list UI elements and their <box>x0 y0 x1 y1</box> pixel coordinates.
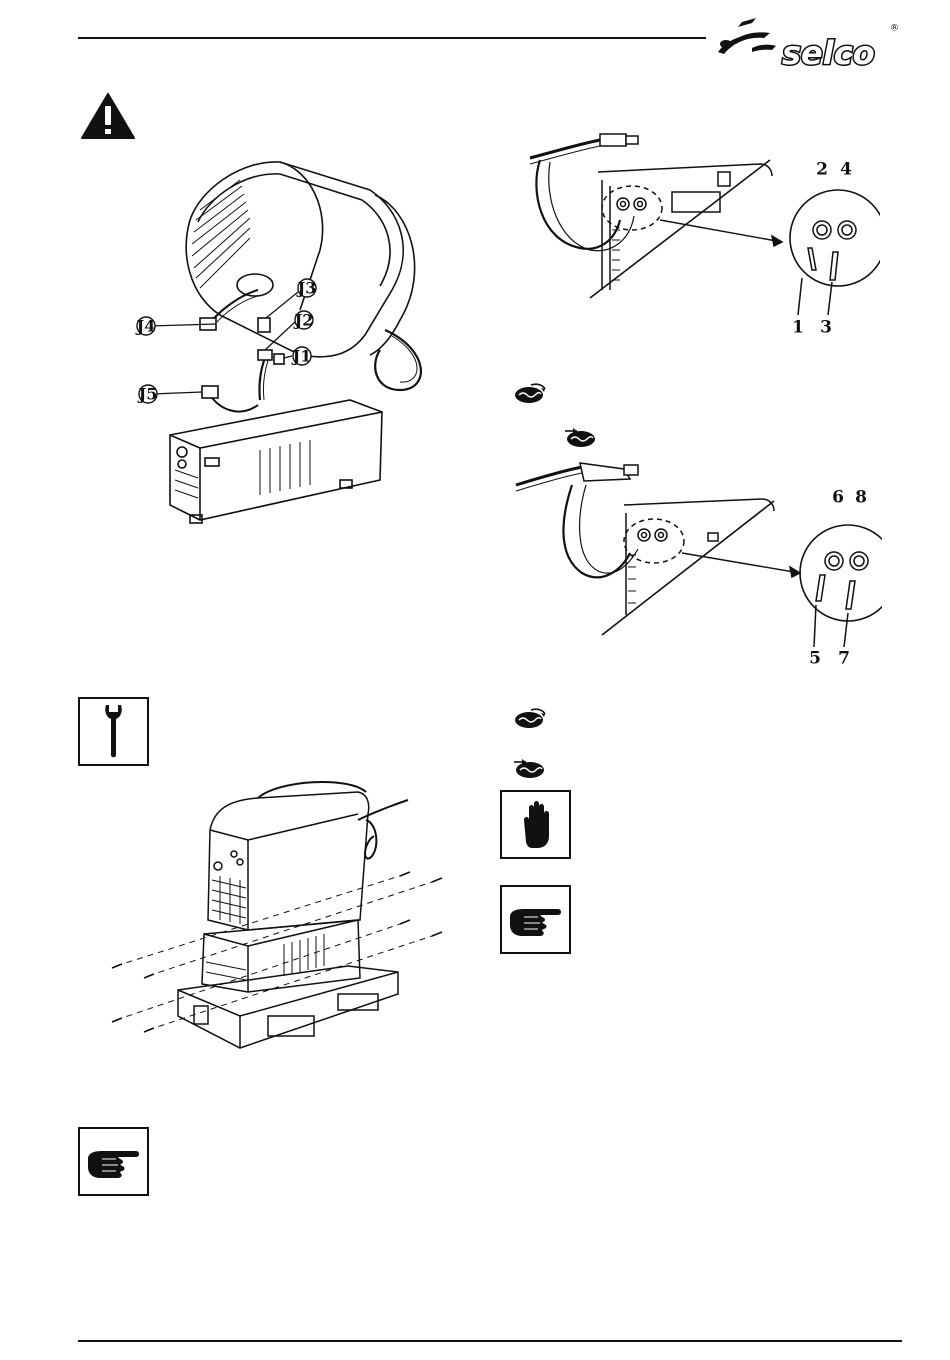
callout-j2: J2 <box>293 311 314 330</box>
label-torch-8: 8 <box>855 488 867 508</box>
warning-triangle-icon <box>80 92 136 140</box>
pointing-hand-icon-box-2 <box>78 1127 149 1196</box>
wrench-icon-box <box>78 697 149 766</box>
selco-wordmark: selco <box>782 34 875 72</box>
registered-mark: ® <box>890 24 899 34</box>
selco-logo: selco ® <box>712 14 902 74</box>
callout-j5: J5 <box>137 385 158 404</box>
coolant-out-icon <box>513 381 547 405</box>
coolant-out-icon-2 <box>513 706 547 730</box>
wrench-icon <box>80 699 147 764</box>
label-torch-7: 7 <box>838 649 850 669</box>
callout-j4: J4 <box>135 317 156 336</box>
figure-cooler-hoses: 2 4 1 3 <box>520 130 880 340</box>
footer-rule <box>78 1340 902 1342</box>
hand-stop-icon-box <box>500 790 571 859</box>
figure-torch-hoses: 6 8 5 7 <box>512 455 882 670</box>
pointing-hand-icon-2 <box>80 1129 147 1194</box>
label-cooler-2: 2 <box>816 160 828 180</box>
label-cooler-4: 4 <box>840 160 852 180</box>
callout-j3: J3 <box>296 279 317 298</box>
callout-j1: J1 <box>291 347 312 366</box>
label-torch-6: 6 <box>832 488 844 508</box>
figure-harness-connection: J3 J2 J1 J4 J5 <box>130 150 440 540</box>
coolant-in-icon-2 <box>512 756 546 780</box>
header-rule <box>78 37 706 39</box>
coolant-in-icon <box>563 425 597 449</box>
label-torch-5: 5 <box>809 649 821 669</box>
selco-logo-mark <box>718 18 776 54</box>
label-cooler-1: 1 <box>792 318 804 338</box>
figure-mounting-pallet <box>108 780 448 1060</box>
hand-stop-icon <box>502 792 569 857</box>
pointing-hand-icon <box>502 887 569 952</box>
label-cooler-3: 3 <box>820 318 832 338</box>
pointing-hand-icon-box <box>500 885 571 954</box>
